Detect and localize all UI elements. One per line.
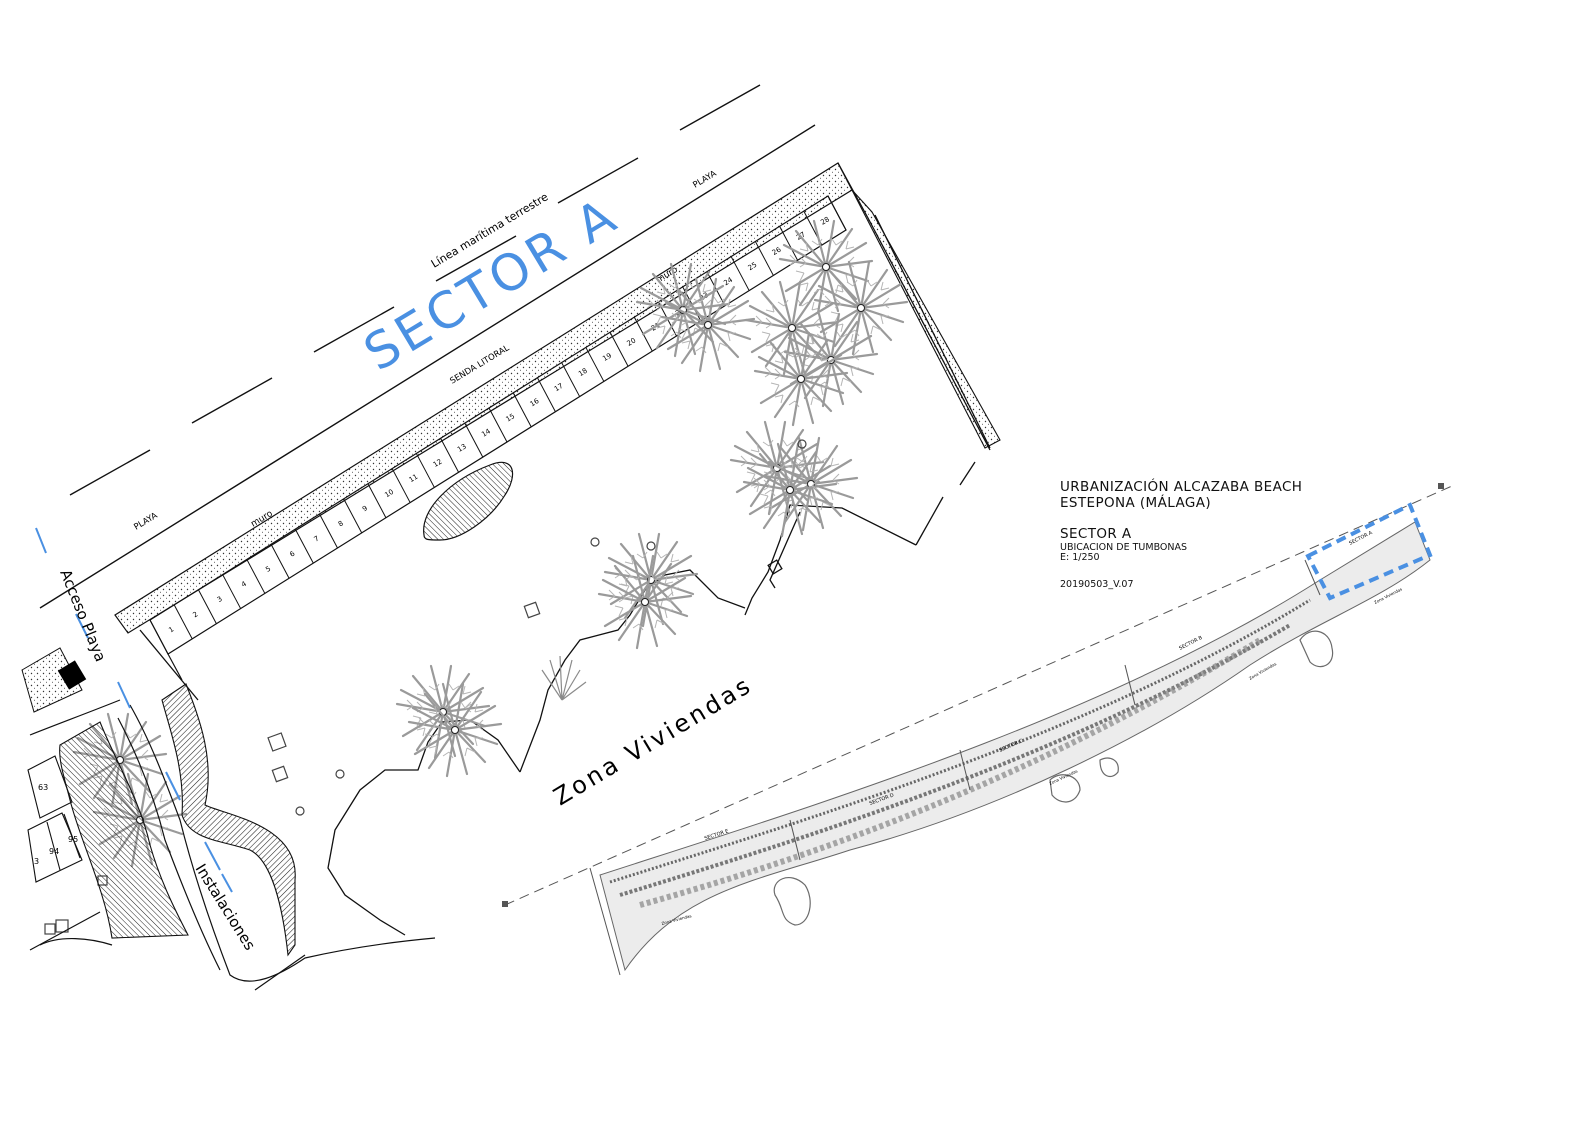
lounger-number: 25 [747, 261, 759, 272]
lounger-divider [464, 422, 484, 458]
lounger-number: 18 [577, 367, 589, 378]
lounger-divider [319, 513, 338, 549]
house-number-63: 63 [38, 783, 48, 792]
lounger-divider [512, 392, 532, 428]
houses-left [27, 755, 83, 883]
lounger-number: 11 [408, 473, 420, 484]
lounger-divider [561, 362, 581, 397]
lounger-number: 10 [383, 488, 395, 499]
lounger-divider [343, 498, 363, 534]
lounger-number: 28 [819, 215, 831, 226]
lounger-divider [779, 226, 799, 261]
lounger-number: 1 [167, 625, 175, 634]
lounger-number: 24 [722, 276, 734, 288]
left-hatch [59, 721, 189, 939]
house-number-95: 95 [68, 835, 78, 844]
lounger-number: 14 [480, 427, 492, 439]
installations-label: Instalaciones [192, 861, 259, 954]
title-location: ESTEPONA (MÁLAGA) [1060, 494, 1212, 511]
site-features [44, 439, 807, 935]
lounger-divider [173, 604, 193, 640]
house-number-3: 3 [34, 857, 39, 866]
house-number-94: 94 [49, 847, 59, 856]
lounger-divider [391, 468, 411, 503]
lounger-divider [440, 438, 460, 473]
title-scale: E: 1/250 [1060, 552, 1100, 564]
title-sector: SECTOR A [1060, 526, 1132, 543]
lounger-number: 6 [288, 549, 296, 558]
lounger-number: 13 [456, 442, 468, 453]
lounger-divider [222, 574, 242, 609]
lounger-number: 8 [337, 519, 345, 528]
title-version: 20190503_V.07 [1060, 579, 1134, 591]
lounger-divider [730, 256, 750, 291]
lounger-number: 12 [432, 458, 444, 469]
lounger-divider [246, 559, 266, 594]
title-urbanization: URBANIZACIÓN ALCAZABA BEACH [1060, 479, 1303, 495]
lounger-number: 3 [216, 595, 224, 604]
lounger-number: 15 [504, 412, 516, 423]
pool-oval [423, 461, 514, 541]
access-paths [29, 699, 436, 991]
lounger-number: 2 [192, 610, 200, 619]
lounger-divider [536, 377, 556, 412]
lounger-divider [609, 332, 629, 367]
fan-palm [541, 655, 587, 701]
lounger-number: 16 [529, 397, 541, 409]
lounger-divider [585, 347, 605, 382]
lounger-number: 20 [626, 336, 638, 347]
shoreline-dashes [39, 84, 816, 609]
lounger-divider [754, 241, 774, 276]
lounger-divider [270, 544, 290, 579]
zona-viviendas-label: Zona Viviendas [549, 670, 758, 811]
keymap-zona-3: Zona Viviendas [1248, 661, 1277, 681]
lounger-divider [294, 528, 314, 564]
lounger-number: 19 [601, 352, 613, 363]
lounger-number: 17 [553, 382, 565, 393]
lounger-divider [367, 483, 387, 518]
lounger-number: 9 [361, 504, 369, 513]
lounger-number: 26 [771, 245, 783, 257]
lounger-number: 7 [313, 534, 321, 543]
lounger-divider [488, 407, 508, 443]
title-subject: UBICACION DE TUMBONAS [1060, 541, 1188, 553]
lounger-number: 5 [264, 565, 272, 574]
playa-label-left: PLAYA [132, 511, 159, 533]
title-block: URBANIZACIÓN ALCAZABA BEACH ESTEPONA (MÁ… [1060, 479, 1303, 591]
lounger-number: 4 [240, 580, 248, 589]
lounger-divider [415, 453, 435, 488]
lounger-divider [197, 589, 217, 624]
lounger-cells: 1234567891011121314151617181920212223242… [149, 195, 847, 655]
blue-access-marks [35, 527, 233, 893]
lounger-divider [827, 195, 847, 231]
lounger-divider [149, 619, 169, 655]
installations-hatch [161, 683, 296, 957]
